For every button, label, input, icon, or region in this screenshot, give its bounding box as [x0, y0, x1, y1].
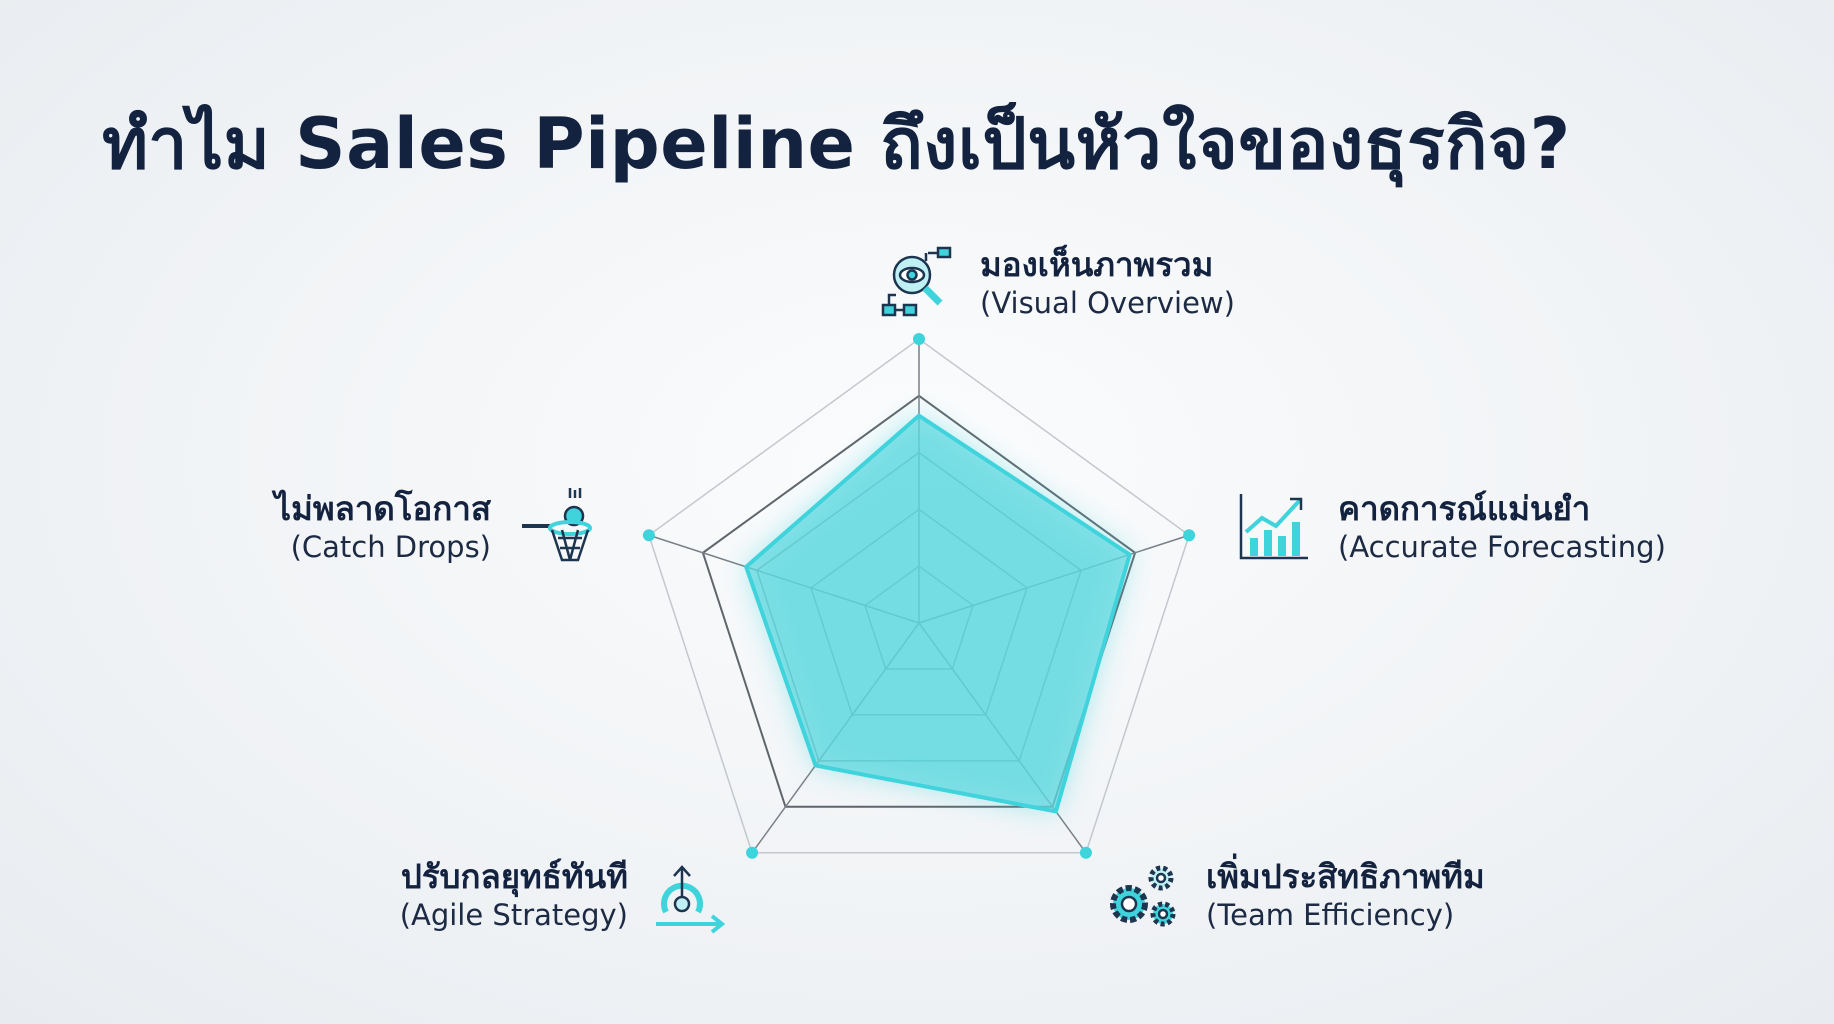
axis-label-agile-strategy: ปรับกลยุทธ์ทันที (Agile Strategy): [400, 856, 628, 934]
axis-label-visual-overview: มองเห็นภาพรวม (Visual Overview): [980, 244, 1235, 322]
axis-end-dot: [913, 333, 925, 345]
label-en: (Accurate Forecasting): [1338, 530, 1666, 565]
label-th: คาดการณ์แม่นยำ: [1338, 489, 1591, 528]
axis-label-accurate-forecasting: คาดการณ์แม่นยำ (Accurate Forecasting): [1338, 488, 1666, 566]
basketball-hoop-icon: [522, 488, 592, 562]
grid-ring: [648, 338, 1190, 854]
page-title: ทำไม Sales Pipeline ถึงเป็นหัวใจของธุรกิ…: [102, 103, 1571, 185]
axis-label-catch-drops: ไม่พลาดโอกาส (Catch Drops): [275, 488, 491, 566]
bar-chart-trend-icon: [1239, 494, 1308, 560]
data-area: [744, 413, 1132, 814]
axis-end-dot: [746, 846, 759, 859]
axis-end-dot: [1183, 529, 1196, 542]
label-th: ไม่พลาดโอกาส: [274, 489, 491, 528]
label-en: (Catch Drops): [290, 530, 491, 565]
label-en: (Team Efficiency): [1206, 898, 1455, 933]
grid-ring: [701, 394, 1137, 808]
label-th: เพิ่มประสิทธิภาพทีม: [1206, 857, 1485, 896]
pivot-arrows-icon: [656, 865, 726, 934]
label-th: มองเห็นภาพรวม: [980, 245, 1214, 284]
label-th: ปรับกลยุทธ์ทันที: [400, 857, 628, 896]
axis-end-dot: [1079, 846, 1092, 859]
magnifier-eye-flowchart-icon: [881, 246, 952, 317]
axis-end-dot: [642, 529, 655, 542]
axis-label-team-efficiency: เพิ่มประสิทธิภาพทีม (Team Efficiency): [1206, 856, 1485, 934]
label-en: (Agile Strategy): [399, 898, 628, 933]
gears-icon: [1110, 865, 1176, 927]
label-en: (Visual Overview): [980, 286, 1235, 321]
